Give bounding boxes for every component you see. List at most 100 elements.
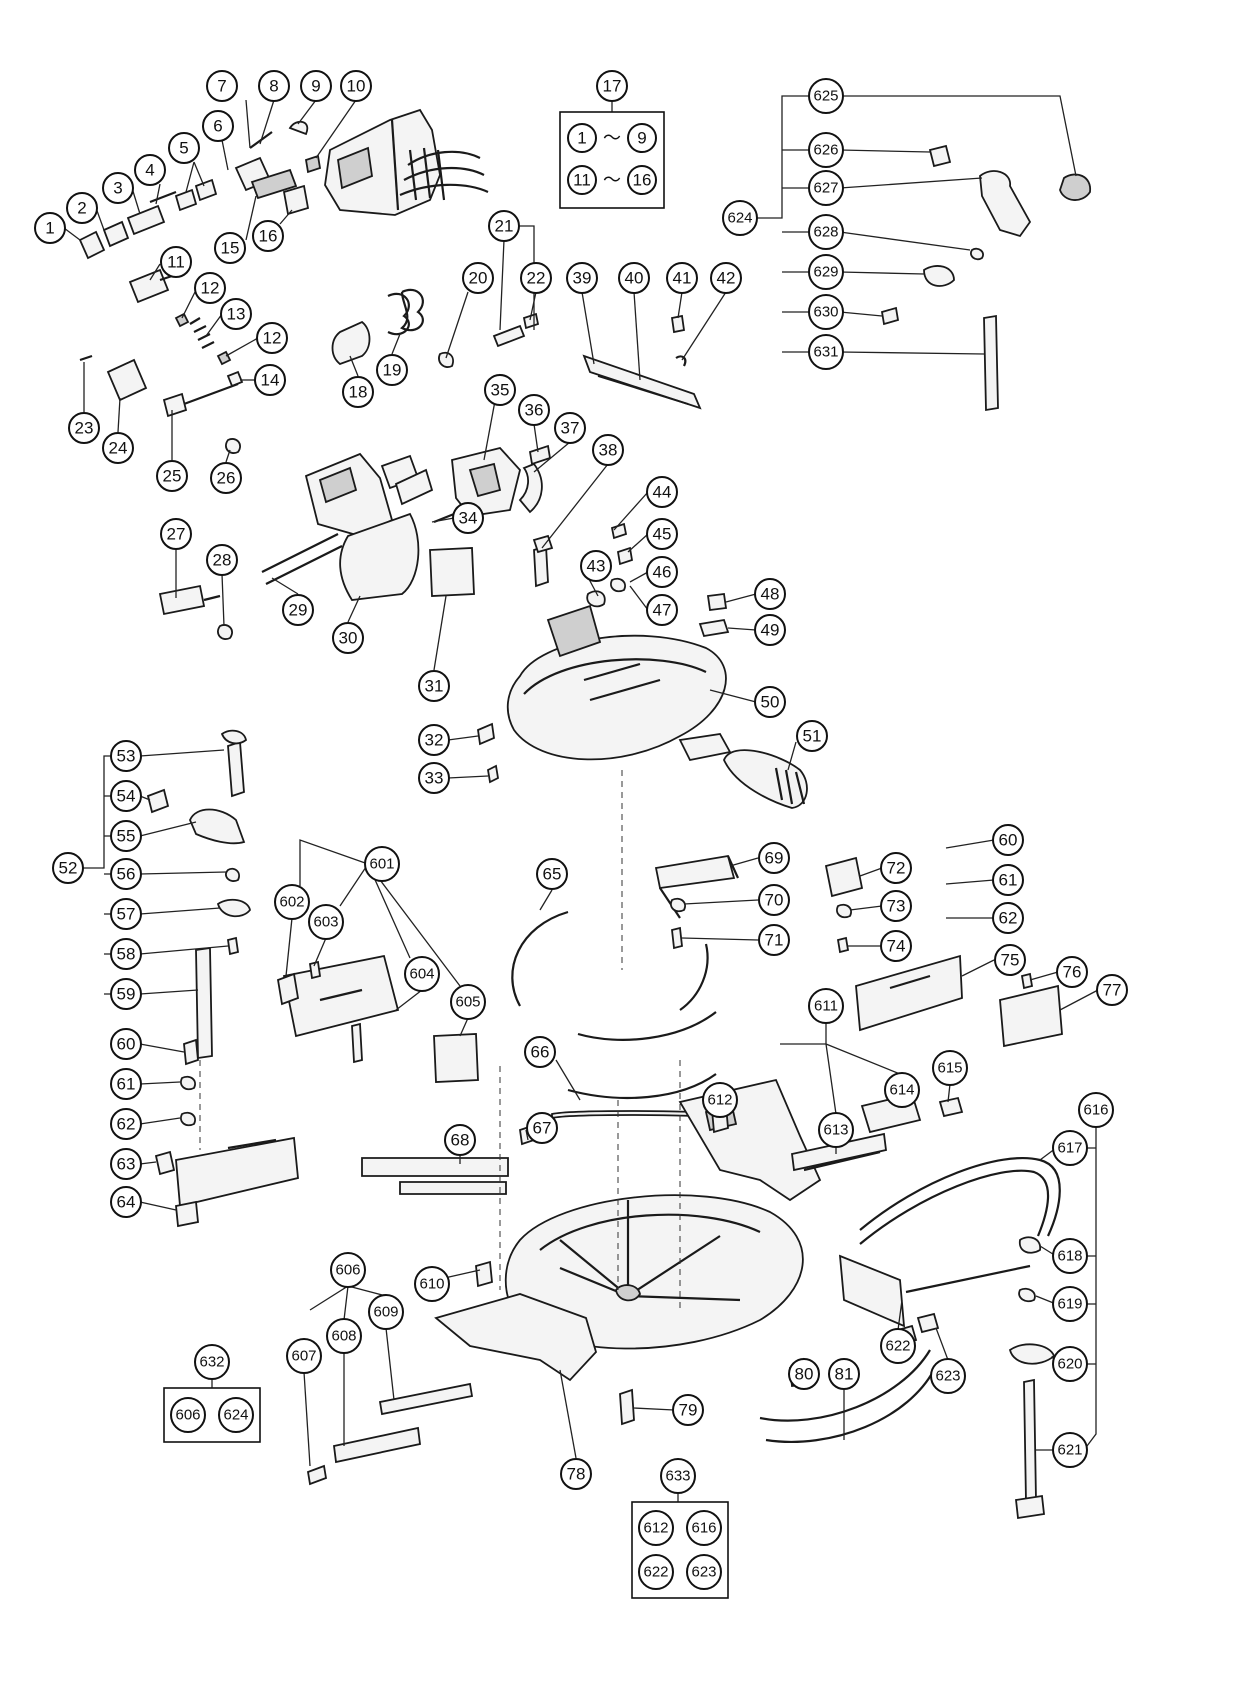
part-callout-40: 40 — [618, 262, 650, 294]
part-callout-628: 628 — [808, 214, 844, 250]
callout-circle — [758, 884, 790, 916]
part-callout-73: 73 — [880, 890, 912, 922]
kit-box-632: 606 624 — [163, 1387, 261, 1443]
part-callout-32: 32 — [418, 724, 450, 756]
callout-circle — [828, 1358, 860, 1390]
part-callout-616: 616 — [1078, 1092, 1114, 1128]
callout-circle — [444, 1124, 476, 1156]
callout-number: 61 — [117, 1075, 136, 1094]
callout-number: 629 — [813, 264, 838, 281]
callout-circle — [206, 544, 238, 576]
part-callout-37: 37 — [554, 412, 586, 444]
lever-knob-parts — [880, 144, 1091, 412]
callout-number: 617 — [1057, 1140, 1082, 1157]
part-callout-624: 624 — [722, 200, 758, 236]
part-callout-55: 55 — [110, 820, 142, 852]
part-callout-59: 59 — [110, 978, 142, 1010]
callout-circle — [202, 110, 234, 142]
callout-circle — [252, 220, 284, 252]
kit-633-item-d: 623 — [686, 1554, 722, 1590]
callout-number: 10 — [347, 77, 366, 96]
callout-number: 18 — [349, 383, 368, 402]
part-callout-625: 625 — [808, 78, 844, 114]
callout-number: 618 — [1057, 1248, 1082, 1265]
callout-circle — [1052, 1238, 1088, 1274]
callout-circle — [368, 1294, 404, 1330]
callout-number: 72 — [887, 859, 906, 878]
callout-number: 12 — [201, 279, 220, 298]
leader-lines — [63, 95, 1099, 1502]
part-callout-17: 17 — [596, 70, 628, 102]
part-callout-44: 44 — [646, 476, 678, 508]
callout-number: 40 — [625, 269, 644, 288]
callout-circle — [930, 1358, 966, 1394]
part-callout-618: 618 — [1052, 1238, 1088, 1274]
callout-number: 75 — [1001, 951, 1020, 970]
callout-circle — [156, 460, 188, 492]
callout-number: 22 — [527, 269, 546, 288]
callout-number: 62 — [999, 909, 1018, 928]
callout-circle — [660, 1458, 696, 1494]
callout-number: 24 — [109, 439, 128, 458]
callout-circle — [110, 978, 142, 1010]
part-callout-606: 606 — [330, 1252, 366, 1288]
part-callout-35: 35 — [484, 374, 516, 406]
callout-circle — [880, 890, 912, 922]
part-callout-4: 4 — [134, 154, 166, 186]
kit-box-633: 612 616 622 623 — [631, 1501, 729, 1599]
callout-number: 54 — [117, 787, 136, 806]
callout-number: 56 — [117, 865, 136, 884]
part-callout-25: 25 — [156, 460, 188, 492]
callout-number: 67 — [533, 1119, 552, 1138]
callout-circle — [554, 412, 586, 444]
callout-number: 5 — [179, 139, 188, 158]
callout-circle — [518, 394, 550, 426]
callout-number: 15 — [221, 239, 240, 258]
callout-number: 14 — [261, 371, 280, 390]
part-callout-53: 53 — [110, 740, 142, 772]
callout-number: 624 — [727, 210, 752, 227]
part-callout-614: 614 — [884, 1072, 920, 1108]
part-callout-58: 58 — [110, 938, 142, 970]
part-callout-42: 42 — [710, 262, 742, 294]
callout-number: 607 — [291, 1348, 316, 1365]
part-callout-3: 3 — [102, 172, 134, 204]
callout-number: 622 — [885, 1338, 910, 1355]
callout-number: 621 — [1057, 1442, 1082, 1459]
callout-number: 68 — [451, 1131, 470, 1150]
callout-circle — [1056, 956, 1088, 988]
callout-number: 51 — [803, 727, 822, 746]
callout-circle — [404, 956, 440, 992]
callout-number: 69 — [765, 849, 784, 868]
part-callout-39: 39 — [566, 262, 598, 294]
kit-632-item-b: 624 — [218, 1397, 254, 1433]
part-callout-64: 64 — [110, 1186, 142, 1218]
part-callout-626: 626 — [808, 132, 844, 168]
part-callout-23: 23 — [68, 412, 100, 444]
callout-number: 42 — [717, 269, 736, 288]
motor-handle-assembly — [78, 108, 540, 640]
callout-circle — [376, 354, 408, 386]
callout-circle — [884, 1072, 920, 1108]
svg-text:622: 622 — [643, 1564, 668, 1581]
part-callout-75: 75 — [994, 944, 1026, 976]
part-callout-81: 81 — [828, 1358, 860, 1390]
callout-number: 609 — [373, 1304, 398, 1321]
callout-circle — [364, 846, 400, 882]
kit-17-range-separator: ～ — [603, 128, 621, 148]
part-callout-67: 67 — [526, 1112, 558, 1144]
callout-circle — [1052, 1346, 1088, 1382]
callout-number: 27 — [167, 525, 186, 544]
svg-text:9: 9 — [637, 129, 646, 148]
kit-17-end2-callout: 16 — [627, 165, 657, 195]
part-callout-78: 78 — [560, 1458, 592, 1490]
callout-circle — [102, 432, 134, 464]
callout-circle — [560, 1458, 592, 1490]
callout-number: 43 — [587, 557, 606, 576]
part-callout-36: 36 — [518, 394, 550, 426]
part-callout-31: 31 — [418, 670, 450, 702]
callout-circle — [214, 232, 246, 264]
callout-number: 633 — [665, 1468, 690, 1485]
callout-circle — [710, 262, 742, 294]
